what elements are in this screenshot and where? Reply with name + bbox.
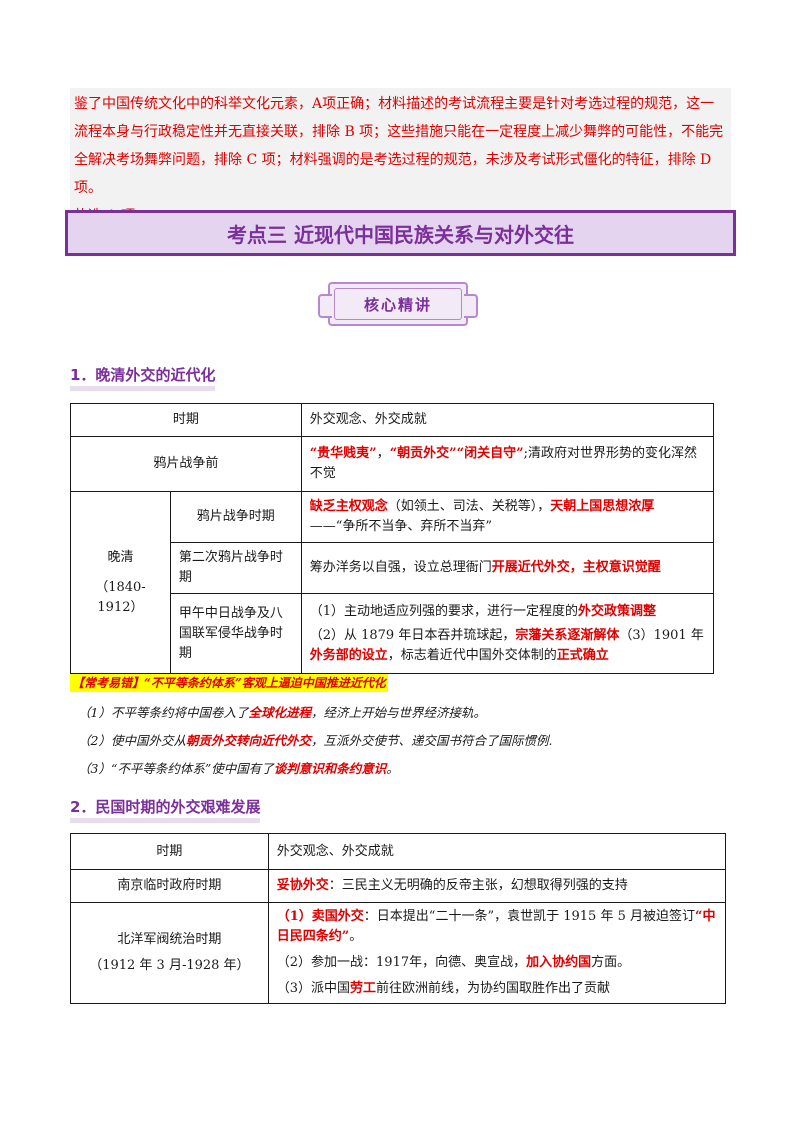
keyword: “贵华贱夷” [309, 446, 377, 461]
mistake-line: （3）“不平等条约体系”使中国有了谈判意识和条约意识。 [78, 760, 399, 778]
table-header: 外交观念、外交成就 [300, 403, 715, 437]
keyword: 宗藩关系逐渐解体 [515, 627, 620, 643]
keyword: “闭关自守” [456, 446, 524, 461]
text: ：日本提出“二十一条”，袁世凯于 1915 年 5 月被迫签订 [363, 909, 695, 924]
content-cell: “贵华贱夷”，“朝贡外交”“闭关自守”;清政府对世界形势的变化浑然不觉 [300, 436, 715, 492]
text: （1）主动地适应列强的要求，进行一定程度的 [309, 603, 578, 619]
mistake-line: （2）使中国外交从朝贡外交转向近代外交，互派外交使节、递交国书符合了国际惯例. [78, 732, 552, 750]
keyword: 加入协约国 [526, 955, 592, 970]
section2-table: 时期 外交观念、外交成就 南京临时政府时期 妥协外交：三民主义无明确的反帝主张，… [70, 833, 727, 1004]
answer-line: 鉴了中国传统文化中的科举文化元素，A项正确；材料描述的考试流程主要是针对考选过程… [74, 96, 715, 112]
common-mistake-heading: 【常考易错】“不平等条约体系”客观上逼迫中国推进近代化 [70, 674, 388, 692]
content-cell: 缺乏主权观念（如领土、司法、关税等），天朝上国思想浓厚 ——“争所不当争、弃所不当… [300, 491, 715, 543]
period-label: 北洋军阀统治时期 [117, 932, 222, 947]
keyword: 正式确立 [556, 647, 609, 663]
keyword: 外交政策调整 [577, 603, 656, 619]
text: 。 [349, 929, 363, 944]
keyword: 劳工 [350, 981, 377, 996]
text: ：三民主义无明确的反帝主张，幻想取得列强的支持 [328, 878, 628, 893]
content-cell: 妥协外交：三民主义无明确的反帝主张，幻想取得列强的支持 [267, 869, 727, 903]
table-row: 晚清 （1840-1912） 鸦片战争时期 缺乏主权观念（如领土、司法、关税等），… [70, 491, 715, 674]
text: ;清政府对世界形势的变化浑然不觉 [309, 446, 698, 481]
text: ，标志着近代中国外交体制的 [387, 647, 557, 663]
text: （2）使中国外交从 [78, 733, 186, 748]
table-header: 时期 [70, 403, 302, 437]
text: ， [376, 446, 390, 461]
section1-table: 时期 外交观念、外交成就 鸦片战争前 “贵华贱夷”，“朝贡外交”“闭关自守”;清… [70, 403, 715, 674]
table-row: 鸦片战争前 “贵华贱夷”，“朝贡外交”“闭关自守”;清政府对世界形势的变化浑然不… [70, 436, 715, 492]
keyword: 全球化进程 [248, 705, 311, 720]
text: （3）派中国 [276, 981, 351, 996]
text: ——“争所不当争、弃所不当弃” [309, 519, 492, 534]
late-qing-cell: 晚清 （1840-1912） [70, 491, 171, 674]
table-row: 第二次鸦片战争时期 筹办洋务以自强，设立总理衙门开展近代外交，主权意识觉醒 [71, 542, 715, 594]
period-cell: 南京临时政府时期 [70, 869, 269, 903]
text: 筹办洋务以自强，设立总理衙门 [309, 560, 492, 575]
text: ，经济上开始与世界经济接轨。 [310, 705, 486, 720]
core-label-box: 核心精讲 [318, 282, 478, 326]
keyword: 妥协外交 [276, 878, 329, 893]
keyword: 朝贡外交转向近代外交 [185, 733, 311, 748]
content-cell: （1）主动地适应列强的要求，进行一定程度的外交政策调整 （2）从 1879 年日… [300, 593, 715, 674]
period-years: （1912 年 3 月-1928 年） [89, 958, 250, 973]
keyword: 天朝上国思想浓厚 [550, 499, 655, 514]
text: （3）1901 年 [619, 627, 704, 643]
core-label: 核心精讲 [334, 288, 462, 320]
late-qing-years: （1840-1912） [95, 579, 146, 615]
text: ，互派外交使节、递交国书符合了国际惯例. [310, 733, 553, 748]
answer-line: 全解决考场舞弊问题，排除 C 项；材料强调的是考选过程的规范，未涉及考试形式僵化… [74, 152, 712, 196]
text: （1）不平等条约将中国卷入了 [78, 705, 249, 720]
table-row: 南京临时政府时期 妥协外交：三民主义无明确的反帝主张，幻想取得列强的支持 [70, 869, 727, 903]
content-cell: （1）卖国外交：日本提出“二十一条”，袁世凯于 1915 年 5 月被迫签订“中… [267, 902, 727, 1004]
text: （如领土、司法、关税等）， [387, 499, 551, 514]
period-cell: 鸦片战争时期 [169, 491, 302, 543]
keyword: “中日民四条约” [276, 909, 716, 944]
keyword: （1）卖国外交 [276, 909, 364, 924]
text: （3）“不平等条约体系”使中国有了 [78, 761, 274, 776]
table-row: 北洋军阀统治时期 （1912 年 3 月-1928 年） （1）卖国外交：日本提出… [70, 902, 727, 1004]
section1-title: 1．晚清外交的近代化 [70, 366, 216, 391]
text: （2）参加一战：1917年，向德、奥宣战， [276, 955, 527, 970]
late-qing-label: 晚清 [107, 549, 134, 565]
keyword: 开展近代外交，主权意识觉醒 [491, 560, 661, 575]
keyword: 外务部的设立 [309, 647, 388, 663]
table-row: 甲午中日战争及八国联军侵华战争时期 （1）主动地适应列强的要求，进行一定程度的外… [71, 593, 715, 674]
text: 方面。 [591, 955, 631, 970]
text: 。 [386, 761, 399, 776]
table-header: 外交观念、外交成就 [267, 833, 727, 870]
text: （2）从 1879 年日本吞并琉球起， [309, 627, 516, 643]
period-cell: 第二次鸦片战争时期 [169, 542, 302, 594]
mistake-line: （1）不平等条约将中国卷入了全球化进程，经济上开始与世界经济接轨。 [78, 704, 486, 722]
period-cell: 北洋军阀统治时期 （1912 年 3 月-1928 年） [70, 902, 269, 1004]
section2-title: 2．民国时期的外交艰难发展 [70, 798, 261, 823]
keyword: 缺乏主权观念 [309, 499, 388, 514]
period-cell: 鸦片战争前 [70, 436, 302, 492]
keyword: “朝贡外交” [389, 446, 457, 461]
table-header: 时期 [70, 833, 269, 870]
answer-line: 流程本身与行政稳定性并无直接关联，排除 B 项；这些措施只能在一定程度上减少舞弊… [74, 124, 724, 140]
keyword: 谈判意识和条约意识 [273, 761, 387, 776]
text: 前往欧洲前线，为协约国取胜作出了贡献 [376, 981, 611, 996]
period-cell: 甲午中日战争及八国联军侵华战争时期 [169, 593, 302, 674]
topic-banner: 考点三 近现代中国民族关系与对外交往 [65, 210, 736, 256]
content-cell: 筹办洋务以自强，设立总理衙门开展近代外交，主权意识觉醒 [300, 542, 715, 594]
